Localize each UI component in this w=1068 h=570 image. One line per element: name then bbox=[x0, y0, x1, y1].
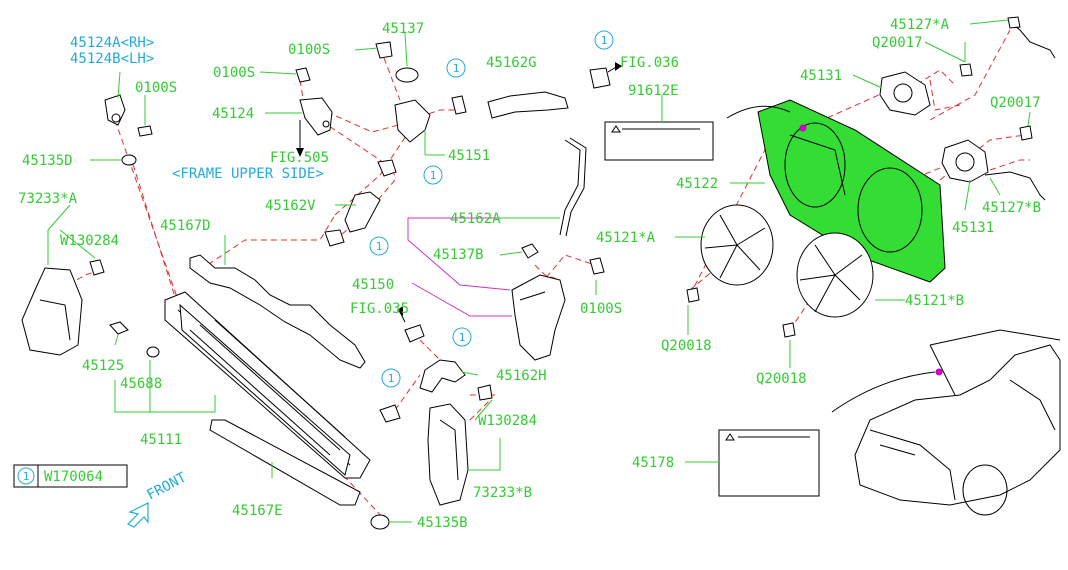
part-label-45131: 45131 bbox=[952, 220, 994, 236]
clip-w130284-a bbox=[89, 259, 105, 276]
part-label-91612e: 91612E bbox=[628, 83, 679, 99]
part-label-45131: 45131 bbox=[800, 68, 842, 84]
callout-circle-icon bbox=[452, 327, 472, 347]
callout-number: 1 bbox=[376, 240, 383, 253]
callout-number: 1 bbox=[453, 62, 460, 75]
part-label-45135b: 45135B bbox=[417, 515, 468, 531]
bolt-0100s-upper bbox=[295, 67, 311, 83]
bolt-q20017b bbox=[1019, 125, 1033, 141]
part-label-45178: 45178 bbox=[632, 455, 674, 471]
callout-circle-icon bbox=[594, 30, 614, 50]
vehicle-sketch bbox=[854, 344, 1061, 506]
reservoir-45150 bbox=[511, 274, 566, 361]
callout-number: 1 bbox=[388, 372, 395, 385]
part-label-45124b: 45124B<LH> bbox=[70, 51, 154, 67]
part-label-45111: 45111 bbox=[140, 432, 182, 448]
callout-circle-icon bbox=[446, 58, 466, 78]
figure-ref-035: FIG.035 bbox=[350, 301, 409, 317]
bolt-q20018a bbox=[686, 287, 700, 303]
callout-number: 1 bbox=[430, 169, 437, 182]
part-label-45150: 45150 bbox=[352, 277, 394, 293]
part-label-45127a: 45127*A bbox=[890, 17, 950, 33]
front-label: FRONT bbox=[144, 469, 189, 503]
figure-ref-505: FIG.505 bbox=[270, 150, 329, 166]
callout-circles: 1 1 1 1 1 1 bbox=[369, 30, 614, 388]
part-label-45122: 45122 bbox=[676, 176, 718, 192]
legend-code: W170064 bbox=[44, 469, 103, 485]
cap-45137b bbox=[521, 243, 539, 259]
grommet-45135d bbox=[121, 154, 137, 166]
callout-circle-icon bbox=[369, 236, 389, 256]
part-label-w130284: W130284 bbox=[60, 233, 119, 249]
part-label-45167e: 45167E bbox=[232, 503, 283, 519]
hose-45162v bbox=[344, 191, 381, 233]
bolt-0100s-right bbox=[589, 257, 605, 275]
part-label-45121a: 45121*A bbox=[596, 230, 656, 246]
legend-number: 1 bbox=[23, 470, 30, 483]
callout-circle-icon bbox=[17, 467, 35, 485]
bolt-0100s-top bbox=[375, 41, 393, 59]
seal-45167e bbox=[209, 419, 361, 506]
part-label-q20018: Q20018 bbox=[756, 371, 807, 387]
front-indicator: FRONT bbox=[126, 469, 190, 528]
bracket-45124 bbox=[299, 97, 333, 136]
fan-shroud-45122 bbox=[757, 99, 946, 283]
frame-upper-side-note: <FRAME UPPER SIDE> bbox=[172, 166, 324, 182]
hose-45162h bbox=[419, 359, 466, 393]
part-label-45151: 45151 bbox=[448, 148, 490, 164]
part-label-45162a: 45162A bbox=[450, 211, 501, 227]
part-label-0100s: 0100S bbox=[213, 65, 255, 81]
callout-circle-icon bbox=[423, 165, 443, 185]
part-label-45162v: 45162V bbox=[265, 198, 316, 214]
part-label-45137: 45137 bbox=[382, 21, 424, 37]
part-label-w130284: W130284 bbox=[478, 413, 537, 429]
part-label-45688: 45688 bbox=[120, 376, 162, 392]
part-label-45167d: 45167D bbox=[160, 218, 211, 234]
part-label-q20017: Q20017 bbox=[872, 35, 923, 51]
legend: 1 W170064 bbox=[13, 464, 128, 488]
part-label-73233a: 73233*A bbox=[18, 191, 78, 207]
o-ring-45688 bbox=[146, 346, 160, 358]
bolt-0100s-left bbox=[137, 125, 153, 137]
part-label-45135d: 45135D bbox=[22, 153, 73, 169]
part-label-0100s: 0100S bbox=[288, 42, 330, 58]
part-label-45121b: 45121*B bbox=[905, 293, 964, 309]
part-label-45127b: 45127*B bbox=[982, 200, 1041, 216]
part-label-0100s: 0100S bbox=[135, 80, 177, 96]
seal-45167d bbox=[189, 254, 366, 369]
part-labels: 45124A<RH> 45124B<LH> 0100S 45135D 73233… bbox=[18, 17, 1041, 531]
part-label-45162h: 45162H bbox=[496, 368, 547, 384]
part-label-45125: 45125 bbox=[82, 358, 124, 374]
duct-73233b bbox=[427, 403, 469, 506]
bolt-q20017a bbox=[959, 63, 973, 77]
callout-number: 1 bbox=[459, 331, 466, 344]
part-drawings bbox=[21, 16, 1061, 530]
part-label-q20017: Q20017 bbox=[990, 95, 1041, 111]
label-sheet-45178 bbox=[718, 429, 820, 497]
part-label-73233b: 73233*B bbox=[473, 485, 532, 501]
hose-45162g bbox=[487, 91, 569, 119]
part-label-0100s: 0100S bbox=[580, 301, 622, 317]
callout-number: 1 bbox=[601, 34, 608, 47]
part-label-q20018: Q20018 bbox=[661, 338, 712, 354]
callout-circle-icon bbox=[381, 368, 401, 388]
cap-45137 bbox=[395, 67, 419, 83]
duct-73233a bbox=[21, 267, 83, 356]
leader-lines bbox=[47, 19, 1031, 523]
part-label-45124: 45124 bbox=[212, 106, 254, 122]
grommet-45135b bbox=[370, 514, 390, 530]
part-label-45124a: 45124A<RH> bbox=[70, 35, 154, 51]
part-label-45137b: 45137B bbox=[433, 247, 484, 263]
front-arrow-icon bbox=[126, 502, 149, 528]
bolt-q20018b bbox=[782, 322, 796, 338]
hose-45162a bbox=[559, 139, 581, 236]
harness-45127b bbox=[984, 171, 1046, 201]
figure-ref-036: FIG.036 bbox=[620, 55, 679, 71]
label-sheet-91612e bbox=[604, 121, 714, 161]
drain-plug-45125 bbox=[109, 321, 129, 335]
part-label-45162g: 45162G bbox=[486, 55, 537, 71]
clip-w130284-b bbox=[477, 384, 493, 401]
